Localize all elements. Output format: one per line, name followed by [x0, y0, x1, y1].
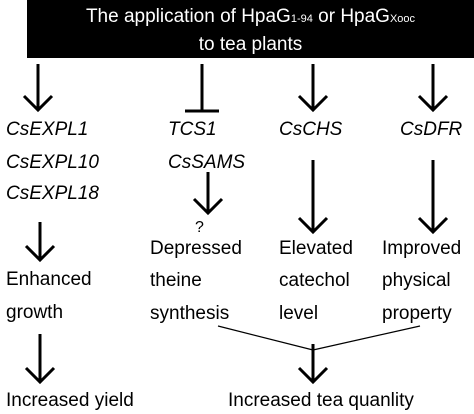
effect-col1-line2: growth — [6, 302, 64, 323]
arrow-col2-mid — [192, 172, 224, 216]
effect-col2-line1: Depressed — [150, 238, 242, 259]
effect-col2-line2: theine — [150, 270, 202, 291]
gene-csexpl10: CsEXPL10 — [6, 152, 99, 173]
effect-col4-line3: property — [382, 303, 452, 324]
effect-col1-line1: Enhanced — [6, 269, 92, 290]
gene-tcs1: TCS1 — [168, 119, 217, 140]
gene-csexpl1: CsEXPL1 — [6, 119, 89, 140]
arrow-col1-top — [22, 64, 54, 113]
gene-csdfr: CsDFR — [400, 119, 463, 140]
effect-col4-line1: Improved — [382, 238, 462, 259]
unknown-mark: ? — [195, 219, 204, 236]
header-line-1: The application of HpaG1-94 or HpaGXooc — [85, 6, 416, 27]
gene-csexpl18: CsEXPL18 — [6, 183, 99, 204]
gene-cschs: CsCHS — [279, 119, 343, 140]
effect-col3-line2: catechol — [279, 270, 350, 291]
inhibit-col2-top — [185, 64, 219, 113]
effect-col3-line3: level — [279, 303, 319, 324]
arrow-col3-top — [297, 64, 329, 113]
arrow-final — [297, 344, 329, 385]
treatment-header: The application of HpaG1-94 or HpaGXooc … — [27, 0, 474, 58]
result-increased-tea-quality: Increased tea quanlity — [228, 390, 414, 411]
convergence-lines — [217, 325, 421, 351]
gene-cssams: CsSAMS — [168, 152, 246, 173]
arrow-col3-mid — [297, 160, 329, 235]
result-increased-yield: Increased yield — [6, 390, 134, 411]
arrow-col1-bottom — [24, 334, 56, 385]
effect-col2-line3: synthesis — [150, 303, 230, 324]
effect-col4-line2: physical — [382, 270, 451, 291]
header-line-2: to tea plants — [198, 34, 303, 55]
arrow-col4-mid — [417, 160, 449, 235]
effect-col3-line1: Elevated — [279, 238, 353, 259]
arrow-col1-mid — [24, 222, 56, 263]
arrow-col4-top — [417, 64, 449, 113]
